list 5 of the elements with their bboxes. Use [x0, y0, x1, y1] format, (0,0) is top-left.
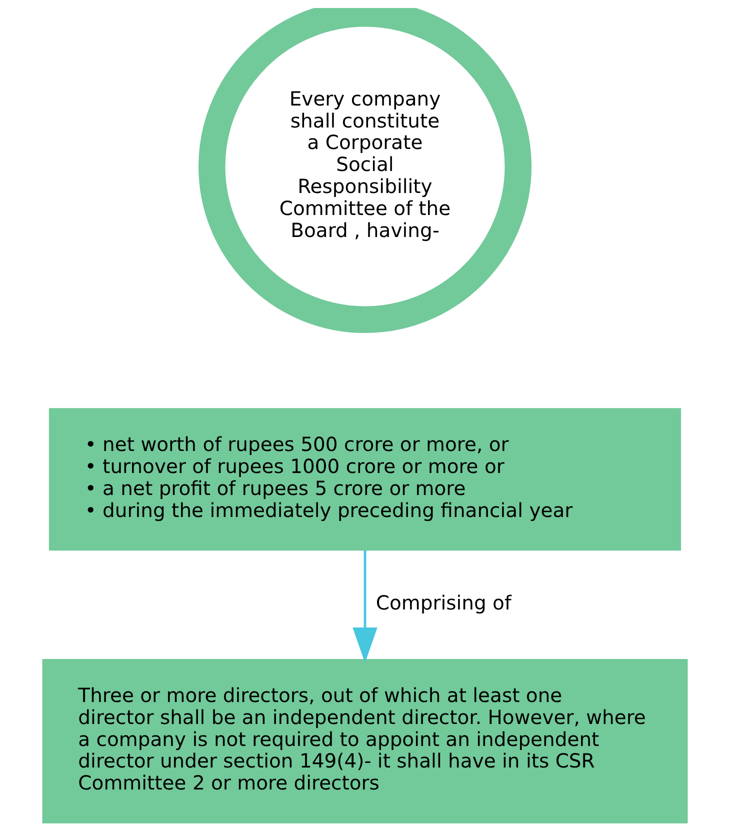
node-box: • net worth of rupees 500 crore or more, or • turnover of rupees 1000 crore or more or • a net profit of rupees 5 crore or more • during the immediately preceding financial year	[48, 408, 682, 551]
edge-label: Comprising of	[376, 591, 512, 614]
node-circle: Every company shall constitute a Corporate Social Responsibility Committee of the Board , having-	[198, 8, 532, 334]
arrow	[352, 550, 378, 663]
node-box: Three or more directors, out of which at least one director shall be an independent director. However, where a company is not required to appoint an independent director under section 149(4)- it shall have in its CSR Committee 2 or more directors	[42, 658, 688, 824]
